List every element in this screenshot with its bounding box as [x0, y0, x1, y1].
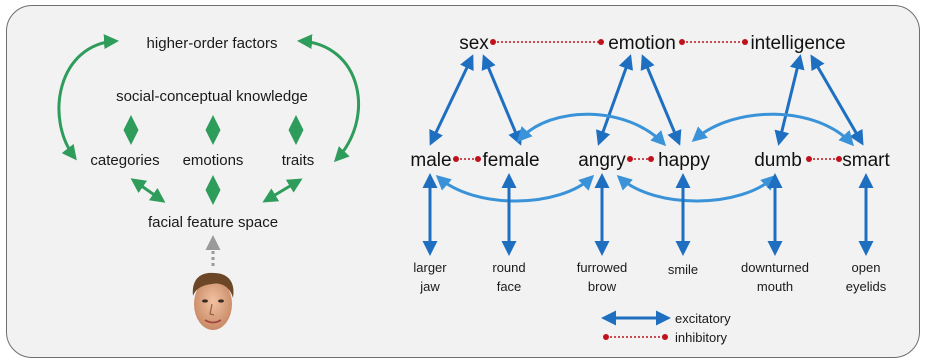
node-intelligence: intelligence — [750, 33, 845, 54]
node-emotion: emotion — [608, 33, 676, 54]
feature-downturned-mouth-line1: downturned — [741, 260, 809, 275]
arrow-higher-traits — [297, 34, 360, 163]
right-panel: sex emotion intelligence male female ang… — [410, 33, 890, 345]
excitatory-feature-links — [422, 173, 874, 256]
arrow-higher-categories — [57, 34, 119, 161]
label-social-conceptual-knowledge: social-conceptual knowledge — [116, 88, 308, 105]
feature-larger-jaw-line2: jaw — [419, 279, 440, 294]
feature-round-face-line1: round — [492, 260, 525, 275]
node-dumb: dumb — [754, 150, 802, 171]
feature-open-eyelids-line2: eyelids — [846, 279, 887, 294]
arrow-categories-space — [130, 178, 166, 203]
label-facial-feature-space: facial feature space — [148, 214, 278, 231]
label-higher-order-factors: higher-order factors — [147, 35, 278, 52]
feature-furrowed-brow-line1: furrowed — [577, 260, 628, 275]
feature-downturned-mouth-line2: mouth — [757, 279, 793, 294]
left-panel: higher-order factors social-conceptual k… — [57, 34, 360, 330]
label-traits: traits — [282, 152, 315, 169]
legend-excitatory-label: excitatory — [675, 311, 731, 326]
excitatory-cross-links — [435, 112, 855, 203]
feature-furrowed-brow-line2: brow — [588, 279, 617, 294]
label-emotions: emotions — [183, 152, 244, 169]
node-happy: happy — [658, 150, 710, 171]
node-female: female — [482, 150, 539, 171]
node-angry: angry — [578, 150, 626, 171]
face-photo-icon — [192, 272, 234, 330]
node-smart: smart — [842, 150, 890, 171]
legend-inhibitory-label: inhibitory — [675, 330, 728, 345]
node-male: male — [410, 150, 451, 171]
feature-round-face-line2: face — [497, 279, 522, 294]
legend-inhibitory-icon — [603, 334, 668, 340]
label-categories: categories — [90, 152, 159, 169]
feature-labels: larger jaw round face furrowed brow smil… — [413, 260, 886, 294]
feature-open-eyelids-line1: open — [852, 260, 881, 275]
inhibitory-links — [453, 39, 842, 162]
node-sex: sex — [459, 33, 489, 54]
legend: excitatory inhibitory — [601, 310, 731, 345]
feature-smile: smile — [668, 262, 698, 277]
arrow-traits-space — [262, 178, 303, 203]
feature-larger-jaw-line1: larger — [413, 260, 447, 275]
